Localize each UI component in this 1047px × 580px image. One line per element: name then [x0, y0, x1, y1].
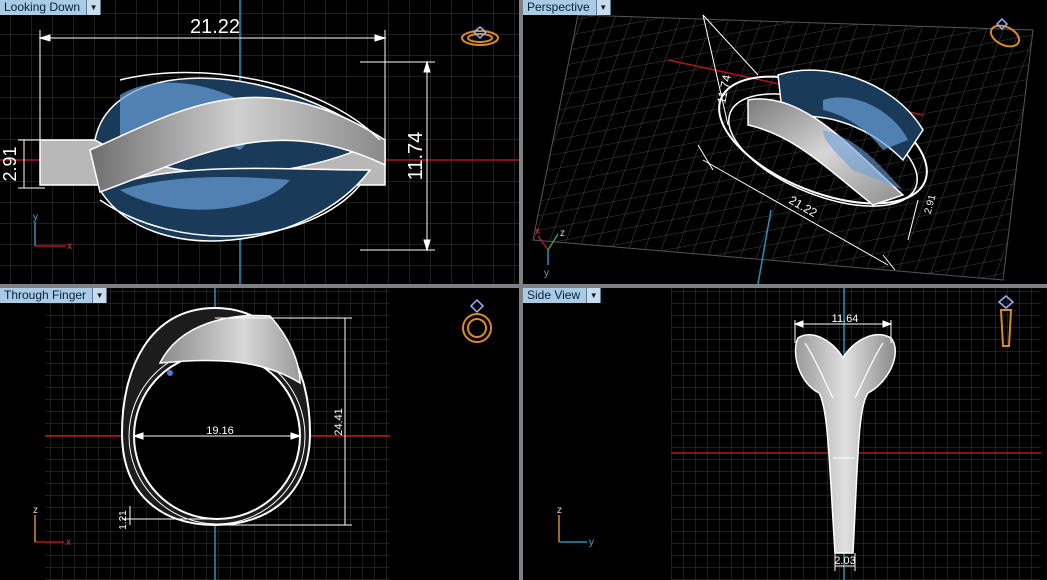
axis-widget: x z y — [535, 226, 565, 279]
dim-outer-label: 24.41 — [333, 408, 345, 436]
svg-text:x: x — [535, 226, 540, 237]
viewport-tab[interactable]: Perspective ▼ — [523, 0, 611, 15]
ring-view-icon[interactable] — [997, 295, 1015, 347]
chevron-down-icon[interactable]: ▼ — [93, 288, 108, 303]
viewport-tab[interactable]: Through Finger ▼ — [0, 288, 108, 303]
ring-side-view — [794, 334, 896, 554]
svg-text:y: y — [33, 212, 38, 223]
viewport-splitter-vertical[interactable] — [519, 0, 523, 580]
axis-widget: y z — [557, 505, 594, 548]
y-axis-line — [757, 209, 772, 284]
viewport-tab[interactable]: Looking Down ▼ — [0, 0, 102, 15]
dim-band-label: 2.91 — [0, 146, 20, 181]
viewport-title[interactable]: Looking Down — [0, 0, 88, 15]
dim-thickness-label: 1.21 — [118, 510, 129, 530]
dimension-lines — [697, 14, 919, 271]
dimension-lines — [122, 317, 352, 526]
viewport-canvas[interactable]: 19.16 24.41 1.21 x z — [0, 288, 519, 580]
ring-view-icon[interactable] — [462, 298, 492, 343]
grid — [532, 14, 1034, 281]
svg-text:x: x — [67, 241, 72, 252]
svg-text:y: y — [589, 537, 594, 548]
dimension-lines — [18, 30, 435, 252]
dim-band-label: 2.91 — [923, 193, 939, 215]
viewport-looking-down[interactable]: Looking Down ▼ — [0, 0, 519, 284]
dim-bottom-label: 2.03 — [834, 555, 855, 567]
viewport-perspective[interactable]: Perspective ▼ 11.74 21.22 — [523, 0, 1047, 284]
svg-text:y: y — [544, 268, 549, 279]
viewport-splitter-horizontal[interactable] — [0, 284, 1047, 288]
ring-front-view — [120, 306, 312, 527]
svg-text:x: x — [66, 537, 71, 548]
viewport-title[interactable]: Through Finger — [0, 288, 94, 303]
viewport-side-view[interactable]: Side View ▼ 11.64 2.03 y — [523, 288, 1047, 580]
axis-widget: x z — [33, 505, 71, 548]
viewport-title[interactable]: Perspective — [523, 0, 597, 15]
viewport-canvas[interactable]: 11.64 2.03 y z — [523, 288, 1047, 580]
chevron-down-icon[interactable]: ▼ — [87, 0, 102, 15]
ring-top-view — [39, 71, 386, 242]
ring-perspective — [718, 69, 928, 207]
svg-text:z: z — [33, 505, 38, 516]
chevron-down-icon[interactable]: ▼ — [587, 288, 602, 303]
svg-text:z: z — [557, 505, 562, 516]
viewport-canvas[interactable]: 21.22 11.74 2.91 x y — [0, 0, 519, 284]
ring-view-icon[interactable] — [461, 26, 499, 46]
dimension-lines — [793, 320, 893, 571]
axis-widget: x y — [33, 212, 72, 252]
chevron-down-icon[interactable]: ▼ — [596, 0, 611, 15]
viewport-tab[interactable]: Side View ▼ — [523, 288, 602, 303]
dim-top-label: 11.64 — [832, 313, 859, 325]
ring-view-icon[interactable] — [988, 17, 1023, 50]
dim-inner-label: 19.16 — [206, 425, 234, 437]
svg-text:z: z — [560, 228, 565, 239]
viewport-through-finger[interactable]: Through Finger ▼ 19.16 24.41 — [0, 288, 519, 580]
dim-height-label: 11.74 — [405, 132, 427, 181]
viewport-canvas[interactable]: 11.74 21.22 2.91 x z y — [523, 0, 1047, 284]
dim-height-label: 11.74 — [714, 73, 734, 105]
dim-width-label: 21.22 — [190, 16, 240, 38]
viewport-title[interactable]: Side View — [523, 288, 588, 303]
